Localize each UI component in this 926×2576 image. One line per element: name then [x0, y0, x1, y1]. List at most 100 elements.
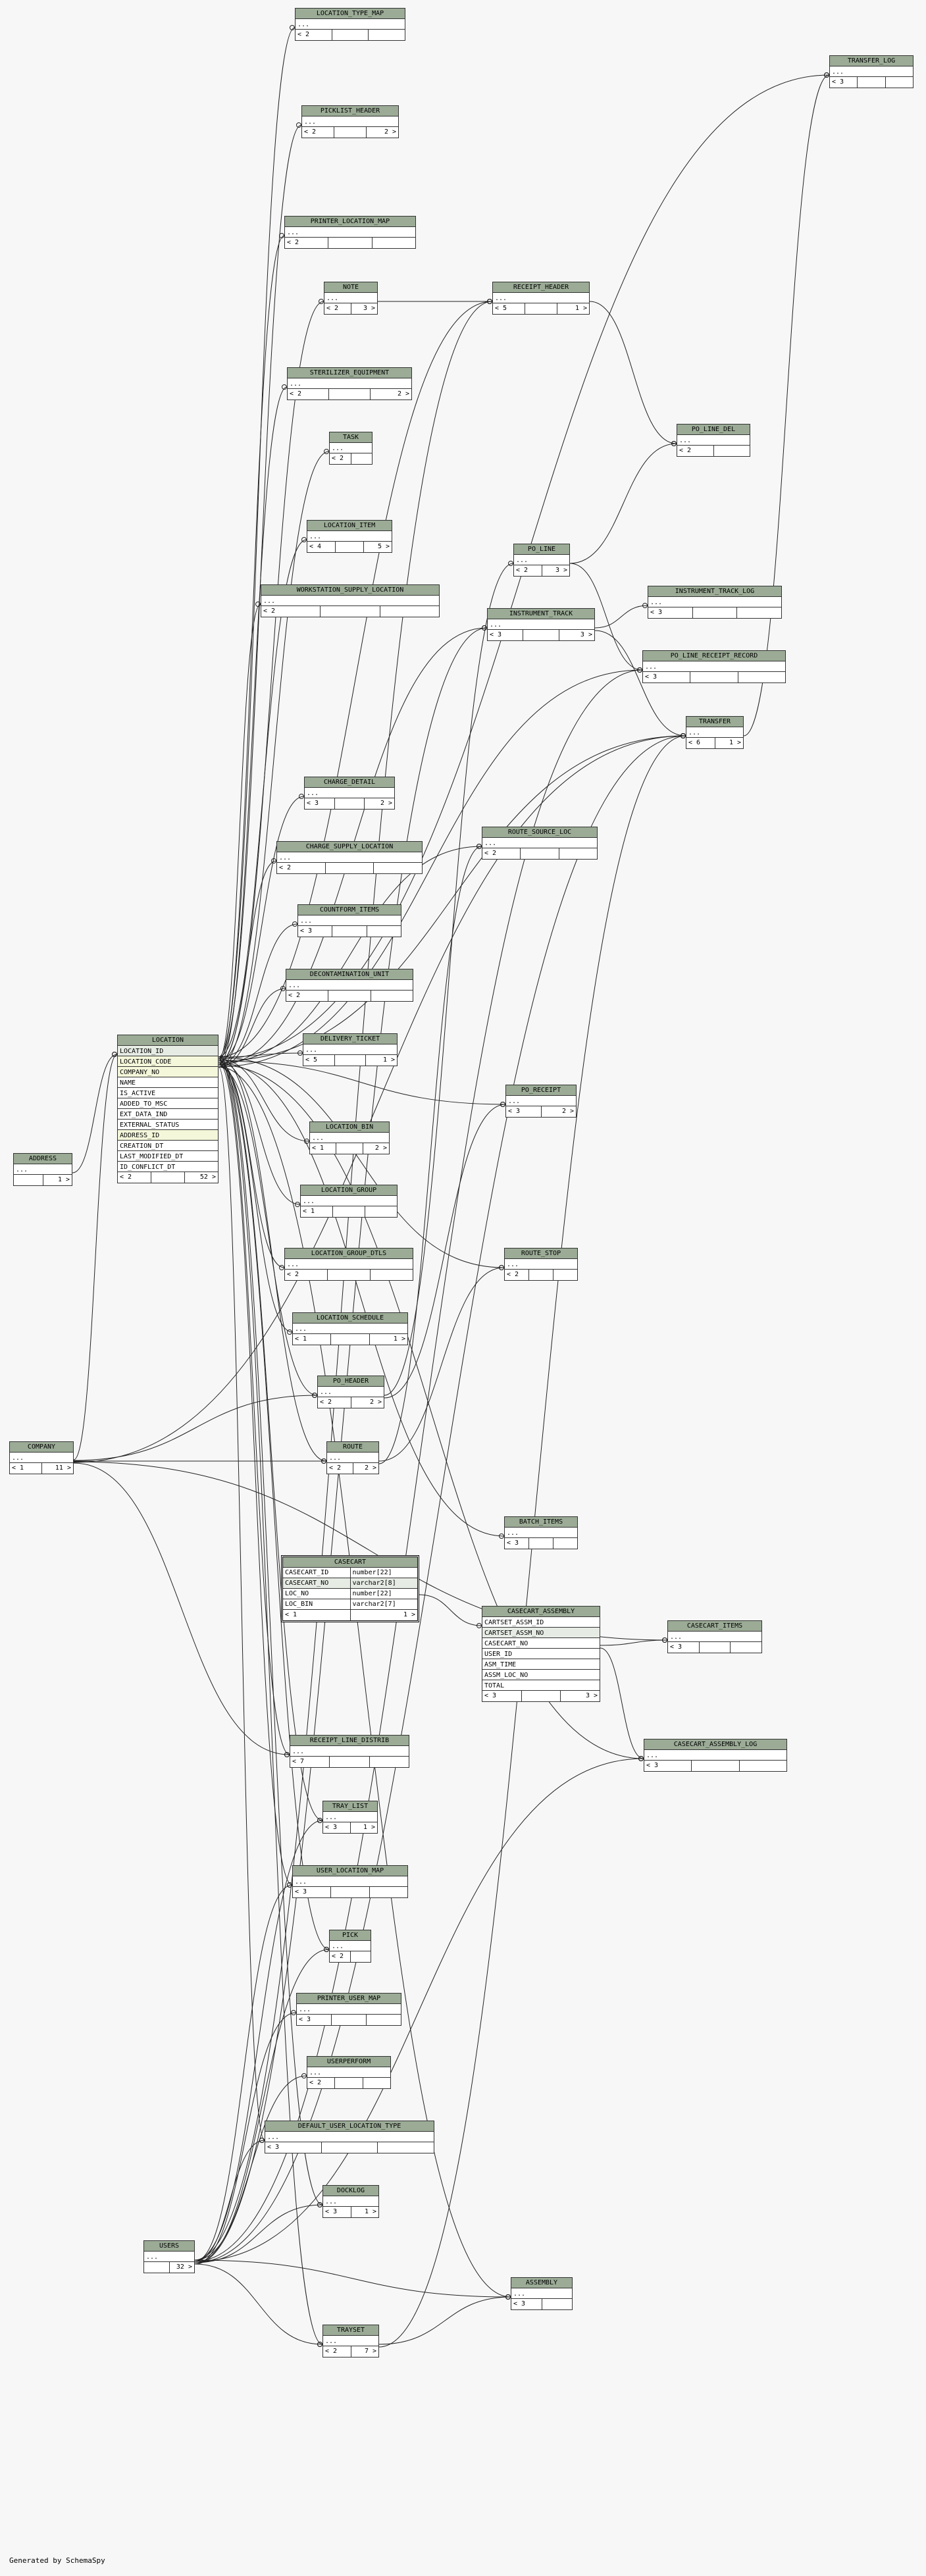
location-type-map-table[interactable]: LOCATION_TYPE_MAP...< 2: [295, 8, 405, 41]
table-row: ...: [293, 1324, 407, 1334]
casecart-items-table[interactable]: CASECART_ITEMS...< 3: [667, 1620, 762, 1653]
relationship-line: [218, 1062, 285, 1268]
footer-cell: [331, 1887, 370, 1897]
table-name: PO_LINE: [514, 544, 569, 555]
casecart-assembly-log-table[interactable]: CASECART_ASSEMBLY_LOG...< 3: [644, 1739, 787, 1772]
route-stop-table[interactable]: ROUTE_STOP...< 2: [504, 1248, 578, 1281]
relationship-end-marker: [301, 537, 307, 542]
batch-items-table[interactable]: BATCH_ITEMS...< 3: [504, 1516, 578, 1549]
assembly-table[interactable]: ASSEMBLY...< 3: [511, 2277, 573, 2310]
column-row: EXT_DATA_IND: [118, 1109, 218, 1120]
footer-cell: [351, 1951, 371, 1962]
relationship-line: [218, 1056, 505, 1268]
footer-cell: < 3: [511, 2299, 542, 2309]
address-table[interactable]: ADDRESS...1 >: [13, 1153, 72, 1186]
footer-cell: [321, 606, 380, 617]
footer-cell: < 3: [265, 2142, 322, 2153]
footer-cell: [529, 1270, 553, 1280]
table-footer: < 3: [298, 926, 401, 937]
column-row: USER_ID: [482, 1649, 600, 1659]
relationship-end-marker: [505, 2294, 511, 2300]
table-row: ...: [261, 596, 439, 606]
table-name: CASECART_ASSEMBLY_LOG: [644, 1739, 786, 1750]
column-row: LAST_MODIFIED_DT: [118, 1151, 218, 1162]
table-row: ...: [286, 980, 413, 991]
users-table[interactable]: USERS...32 >: [143, 2240, 195, 2273]
table-footer: < 3: [297, 2015, 401, 2025]
footer-cell: 3 >: [555, 567, 567, 574]
charge-supply-location-table[interactable]: CHARGE_SUPPLY_LOCATION...< 2: [276, 841, 423, 874]
table-footer: < 3: [668, 1642, 761, 1653]
receipt-line-distrib-table[interactable]: RECEIPT_LINE_DISTRIB...< 7: [290, 1735, 409, 1768]
table-footer: < 2: [286, 991, 413, 1001]
relationship-end-marker: [671, 441, 677, 446]
footer-cell: [374, 863, 422, 873]
footer-cell: < 3: [505, 1538, 529, 1549]
location-group-table[interactable]: LOCATION_GROUP...< 1: [300, 1185, 398, 1218]
relationship-end-marker: [324, 1947, 329, 1952]
footer-cell: [14, 1175, 43, 1185]
po-line-del-table[interactable]: PO_LINE_DEL...< 2: [677, 424, 750, 457]
table-name: ROUTE_STOP: [505, 1249, 577, 1259]
table-name: ASSEMBLY: [511, 2278, 572, 2288]
task-table[interactable]: TASK...< 2: [329, 432, 373, 465]
user-location-map-table[interactable]: USER_LOCATION_MAP...< 3: [292, 1865, 408, 1898]
table-name: LOCATION_BIN: [310, 1122, 389, 1133]
table-name: USERPERFORM: [307, 2057, 390, 2067]
relationship-end-marker: [291, 2010, 296, 2015]
route-source-loc-table[interactable]: ROUTE_SOURCE_LOC...< 2: [482, 827, 598, 860]
table-footer: < 3: [830, 77, 913, 88]
footer-cell: < 3: [293, 1887, 332, 1897]
relationship-line: [218, 301, 324, 1064]
location-group-dtls-table[interactable]: LOCATION_GROUP_DTLS...< 2: [284, 1248, 413, 1281]
relationship-end-marker: [476, 844, 482, 849]
pick-table[interactable]: PICK...< 2: [329, 1930, 371, 1963]
default-user-location-type-table[interactable]: DEFAULT_USER_LOCATION_TYPE...< 3: [265, 2121, 434, 2153]
footer-cell: < 2: [286, 991, 329, 1001]
footer-cell: 2 >: [364, 1464, 376, 1472]
countform-items-table[interactable]: COUNTFORM_ITEMS...< 3: [297, 904, 401, 937]
instrument-track-log-table[interactable]: INSTRUMENT_TRACK_LOG...< 3: [648, 586, 782, 619]
po-line-receipt-record-table[interactable]: PO_LINE_RECEIPT_RECORD...< 3: [642, 650, 786, 683]
footer-cell: [151, 1172, 185, 1183]
decontamination-unit-table[interactable]: DECONTAMINATION_UNIT...< 2: [286, 969, 413, 1002]
printer-user-map-table[interactable]: PRINTER_USER_MAP...< 3: [296, 1993, 401, 2026]
column-type: number[22]: [352, 1590, 392, 1597]
transfer-log-table[interactable]: TRANSFER_LOG...< 3: [829, 55, 913, 88]
workstation-supply-location-table[interactable]: WORKSTATION_SUPPLY_LOCATION...< 2: [261, 584, 440, 617]
relationship-end-marker: [112, 1052, 117, 1057]
table-name: USERS: [144, 2241, 194, 2252]
table-name: PO_LINE_DEL: [677, 425, 750, 435]
footer-cell: < 1: [283, 1610, 351, 1620]
footer-cell: < 2: [118, 1172, 151, 1183]
userperform-table[interactable]: USERPERFORM...< 2: [307, 2056, 391, 2089]
table-name: DELIVERY_TICKET: [303, 1034, 397, 1044]
printer-location-map-table[interactable]: PRINTER_LOCATION_MAP...< 2: [284, 216, 416, 249]
